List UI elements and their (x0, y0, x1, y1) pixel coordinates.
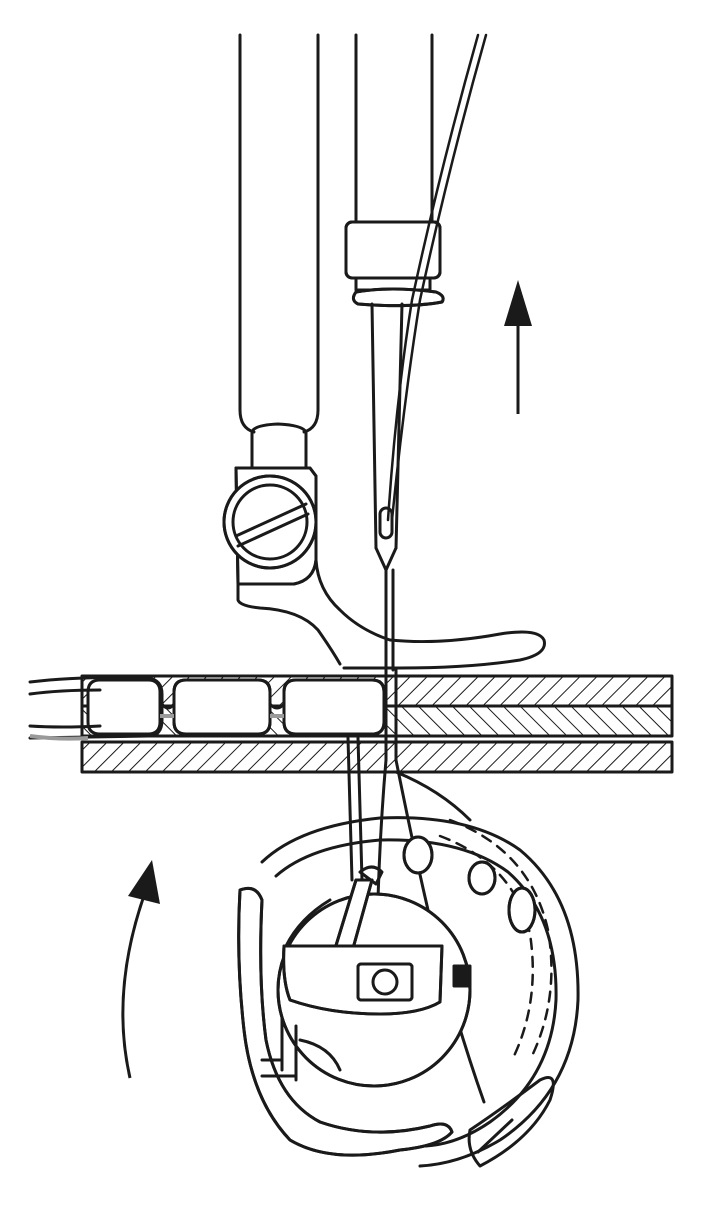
formed-stitches (28, 676, 386, 740)
presser-foot (236, 558, 546, 670)
hook-lower-detail (260, 1016, 342, 1082)
curved-arrow-icon (121, 860, 160, 1079)
presser-bar (238, 33, 320, 434)
rotary-hook (237, 816, 580, 1168)
arrow-up-icon (504, 280, 532, 414)
bobbin-thread-shadow (29, 714, 284, 741)
hook-thread-path (438, 818, 553, 1062)
bobbin-latch (282, 944, 472, 1016)
needle (370, 302, 404, 672)
upper-thread (386, 33, 488, 522)
hook-race-holes (402, 835, 537, 1010)
thumb-screw-icon (222, 474, 318, 570)
needle-bar (354, 33, 434, 224)
